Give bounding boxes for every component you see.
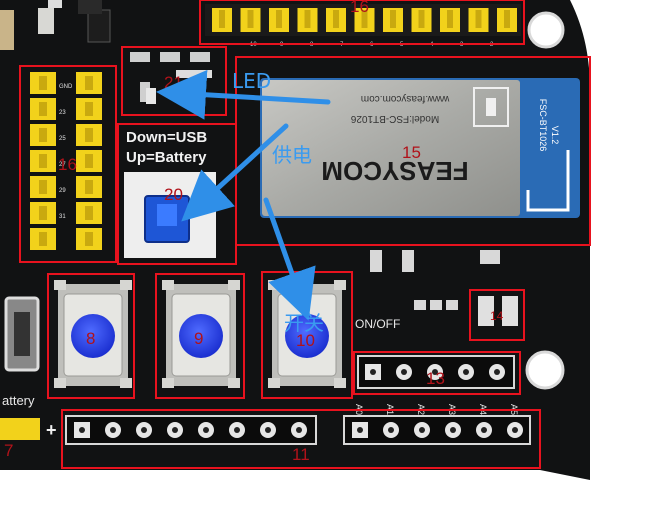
button-cap[interactable] — [71, 314, 115, 358]
bottom-header-digital — [65, 415, 317, 445]
module-url: www.feasycom.com — [361, 93, 450, 104]
module-brand: FEASYCOM — [321, 156, 468, 186]
annot-number-11: 11 — [292, 445, 310, 464]
arrow-to-led — [156, 69, 331, 120]
callout-led: LED — [232, 69, 271, 93]
smd-cluster — [370, 250, 518, 326]
arrow-to-switch — [181, 123, 289, 222]
annot-box-16-left — [19, 65, 117, 263]
header-pin-label: 25 — [59, 136, 66, 142]
left-pin-header: GND 23 25 27 29 31 — [30, 72, 102, 250]
five-pin-header — [357, 355, 515, 389]
switch-caption-bottom: Up=Battery — [126, 149, 207, 166]
arrow-to-button-10 — [263, 197, 316, 321]
module-model: Model:FSC-BT1026 — [350, 113, 439, 124]
annot-box-20 — [117, 123, 237, 265]
annot-number-13: 13 — [426, 369, 445, 388]
callout-switch: 开关 — [284, 311, 324, 335]
switch-caption-top: Down=USB — [126, 129, 207, 146]
annot-number-10: 10 — [296, 331, 315, 350]
annot-number-20: 20 — [164, 185, 183, 204]
button-cap[interactable] — [285, 314, 329, 358]
header-pin-label: 31 — [59, 214, 66, 220]
module-side-label: FSC-BT1026 — [538, 99, 548, 152]
annot-box-14 — [469, 289, 525, 341]
annot-number-16-left: 16 — [58, 155, 77, 174]
callout-power: 供电 — [272, 143, 312, 167]
bluetooth-module: FEASYCOM www.feasycom.com Model:FSC-BT10… — [260, 78, 580, 218]
annot-box-8 — [47, 273, 135, 399]
header-pin-label: 29 — [59, 188, 66, 194]
header-pin-label: GND — [59, 84, 73, 90]
plus-label: + — [46, 420, 57, 440]
module-version: V1.2 — [550, 126, 560, 145]
annot-number-15: 15 — [402, 143, 421, 162]
annot-number-9: 9 — [194, 329, 203, 348]
annot-number-8: 8 — [86, 329, 95, 348]
annot-number-14: 14 — [490, 309, 504, 323]
mounting-hole — [525, 350, 565, 390]
push-button-1[interactable] — [54, 280, 132, 388]
annot-number-16-top: 16 — [350, 0, 369, 16]
battery-area: attery + — [0, 296, 57, 440]
header-pin-label: 27 — [59, 162, 66, 168]
button-cap[interactable] — [179, 314, 223, 358]
annot-number-7: 7 — [4, 441, 13, 460]
mounting-hole — [527, 11, 565, 49]
annot-number-21: 21 — [164, 73, 183, 92]
battery-label: attery — [2, 393, 35, 408]
annot-box-16-top — [199, 0, 525, 45]
annot-box-9 — [155, 273, 245, 399]
header-pin-label: 23 — [59, 110, 66, 116]
push-button-2[interactable] — [162, 280, 240, 388]
onoff-label: ON/OFF — [355, 317, 400, 331]
annot-box-13 — [353, 351, 521, 395]
annot-box-11 — [61, 409, 541, 469]
